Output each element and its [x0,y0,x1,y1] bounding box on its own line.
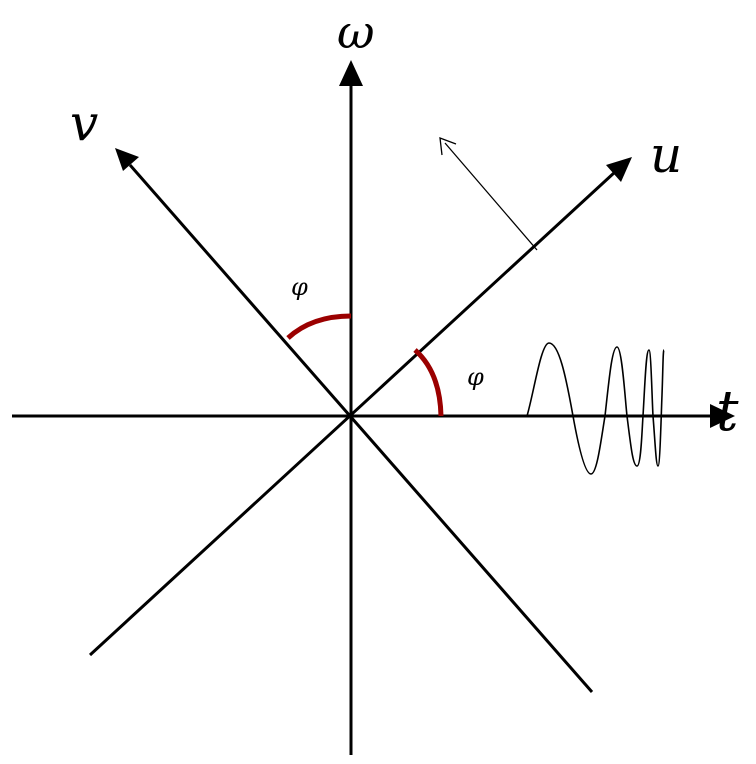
v-axis [128,164,594,693]
u-axis-label: u [650,126,682,184]
u-axis [88,170,617,657]
u-axis-arrowhead [606,157,632,182]
chirp-signal [526,342,665,475]
t-axis-arrowhead [710,404,735,428]
perpendicular-arrowhead [439,137,457,156]
omega-axis-arrowhead [339,60,363,86]
phi-label-t-u: φ [467,363,484,391]
angle-arc-t-u [413,348,444,417]
angle-arc-omega-v [286,313,352,340]
t-axis-label: t [716,379,739,444]
omega-axis-label: ω [337,5,375,59]
perpendicular-arrow [444,142,538,251]
v-axis-arrowhead [115,148,139,171]
phi-label-omega-v: φ [291,273,308,301]
v-axis-label: v [70,94,98,152]
